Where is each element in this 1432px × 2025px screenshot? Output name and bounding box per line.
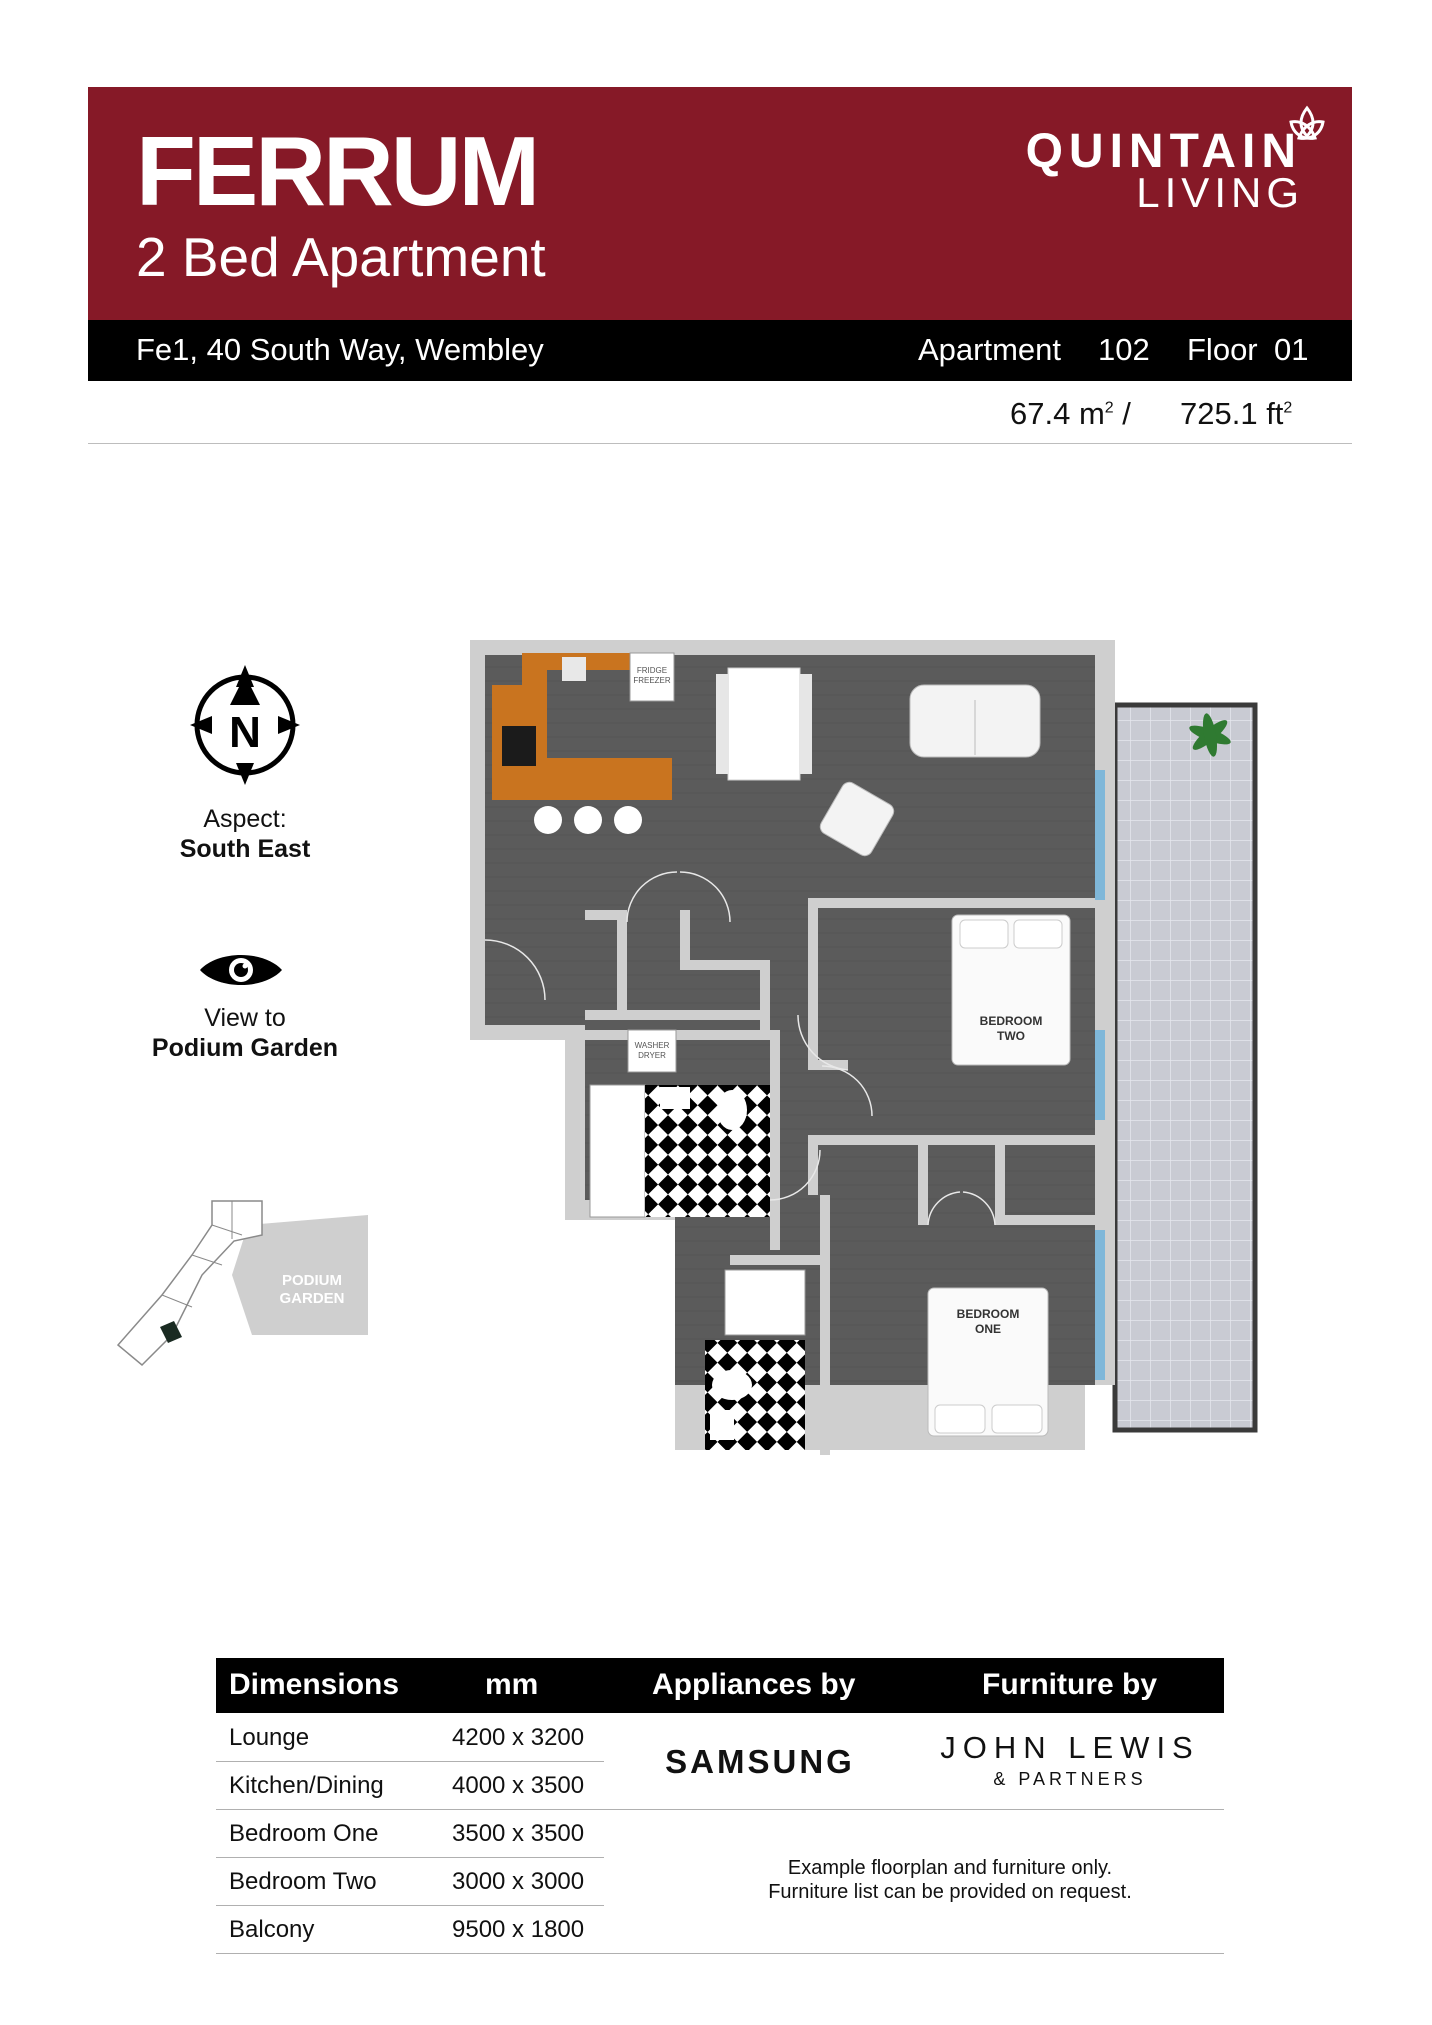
row-divider [216,1953,1224,1954]
floor-number: 01 [1274,332,1309,367]
bedroom-two-label-2: TWO [997,1029,1025,1043]
address-bar [88,320,1352,381]
samsung-logo: SAMSUNG [665,1743,855,1780]
siteplan-label-2: GARDEN [279,1290,344,1307]
dining-table [727,667,801,781]
stool [534,806,562,834]
bathtub [589,1084,646,1218]
john-lewis-logo: JOHN LEWIS [940,1730,1200,1765]
shower-tray [724,1269,806,1336]
disclaimer-line-1: Example floorplan and furniture only. [787,1857,1113,1879]
view-value: Podium Garden [151,1034,339,1062]
aspect-label: Aspect: [203,805,287,833]
brand-title: FERRUM [136,116,540,226]
plant-icon [1189,713,1231,757]
apartment-type: 2 Bed Apartment [136,226,546,288]
disclaimer-line-2: Furniture list can be provided on reques… [768,1881,1132,1903]
table-row-size: 9500 x 1800 [452,1916,585,1943]
area-sqft: 725.1 ft2 [1180,396,1293,431]
compass-icon: N [190,665,300,785]
header-banner [88,87,1352,320]
armchair [819,781,895,857]
col-header-dimensions: Dimensions [229,1668,400,1701]
table-row-room: Bedroom Two [229,1868,377,1895]
john-lewis-partners: & PARTNERS [993,1769,1147,1789]
bed-two [951,914,1071,1066]
bed-one [927,1287,1049,1437]
table-header [216,1658,1224,1713]
logo-living: LIVING [1136,169,1304,216]
siteplan-label-1: PODIUM [282,1272,342,1289]
logo-knot-icon [1289,105,1325,140]
row-divider [216,1809,1224,1810]
aspect-value: South East [179,835,311,863]
floor-label: Floor [1187,332,1258,367]
balcony [1112,702,1258,1433]
table-row-room: Kitchen/Dining [229,1772,384,1799]
row-divider [216,1761,604,1762]
logo-quintain: QUINTAIN [1025,125,1302,178]
area-sqm: 67.4 m2 / [1010,396,1131,431]
col-header-mm: mm [485,1668,539,1701]
row-divider [216,1905,604,1906]
apartment-label: Apartment [918,332,1062,367]
divider [88,443,1352,444]
compass-letter: N [229,708,261,757]
row-divider [216,1857,604,1858]
washer-label-1: WASHER [635,1041,670,1050]
table-row-size: 3500 x 3500 [452,1820,585,1847]
fridge-freezer [629,652,675,702]
kitchen-counter [492,653,672,800]
sink-icon [562,657,586,681]
table-row-size: 4200 x 3200 [452,1724,585,1751]
stool [574,806,602,834]
bedroom-one-label-2: ONE [975,1322,1001,1336]
eye-icon [200,955,282,985]
washer-label-2: DRYER [638,1051,666,1060]
table-row-room: Bedroom One [229,1820,379,1847]
hob-icon [502,726,536,766]
table-row-room: Balcony [229,1916,315,1943]
col-header-appliances: Appliances by [652,1668,856,1701]
view-label: View to [204,1004,286,1032]
table-row-size: 4000 x 3500 [452,1772,585,1799]
table-row-size: 3000 x 3000 [452,1868,585,1895]
bedroom-one-label-1: BEDROOM [957,1307,1020,1321]
address: Fe1, 40 South Way, Wembley [136,332,544,367]
fridge-label-2: FREEZER [633,676,671,685]
washer-dryer [627,1029,677,1073]
site-plan-map: PODIUM GARDEN [116,1200,368,1367]
bedroom-two-label-1: BEDROOM [980,1014,1043,1028]
col-header-furniture: Furniture by [982,1668,1158,1701]
floor-plan: FRIDGE FREEZER WASHER DRYER [470,640,1258,1455]
apartment-number: 102 [1098,332,1150,367]
table-row-room: Lounge [229,1724,310,1751]
stool [614,806,642,834]
fridge-label-1: FRIDGE [637,666,667,675]
